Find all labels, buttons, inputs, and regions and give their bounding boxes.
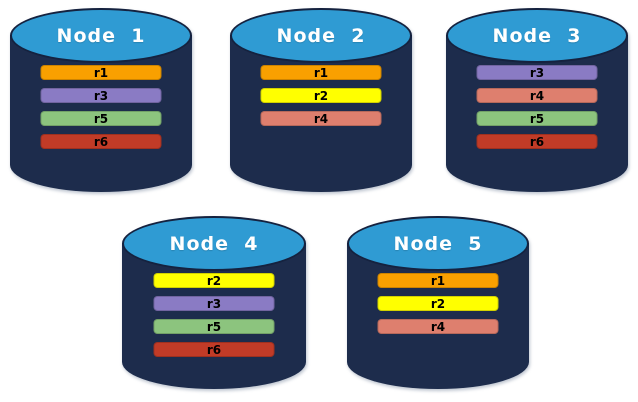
replica-label: r4 — [313, 111, 329, 126]
cylinder-top-ellipse: Node 5 — [347, 216, 529, 271]
replica-label: r4 — [529, 88, 545, 103]
replica-list: r1 r2 r4 — [377, 273, 499, 334]
replica-bar-r6: r6 — [476, 134, 598, 149]
replica-bar-r5: r5 — [40, 111, 162, 126]
replica-list: r1 r3 r5 r6 — [40, 65, 162, 149]
replica-bar-r4: r4 — [476, 88, 598, 103]
replica-bar-r2: r2 — [377, 296, 499, 311]
replica-bar-r1: r1 — [377, 273, 499, 288]
replica-bar-r2: r2 — [260, 88, 382, 103]
replica-bar-r1: r1 — [40, 65, 162, 80]
replica-label: r6 — [529, 134, 545, 149]
database-node-5: Node 5 r1 r2 r4 — [347, 216, 529, 389]
node-title: Node 1 — [56, 24, 146, 47]
node-title: Node 2 — [276, 24, 366, 47]
database-node-2: Node 2 r1 r2 r4 — [230, 8, 412, 192]
replica-label: r3 — [529, 65, 545, 80]
replica-label: r3 — [206, 296, 222, 311]
database-node-3: Node 3 r3 r4 r5 r6 — [446, 8, 628, 192]
replica-label: r2 — [430, 296, 446, 311]
node-title: Node 5 — [393, 232, 483, 255]
replica-bar-r2: r2 — [153, 273, 275, 288]
replica-bar-r6: r6 — [40, 134, 162, 149]
node-title: Node 4 — [169, 232, 259, 255]
replica-bar-r3: r3 — [40, 88, 162, 103]
cylinder-top-ellipse: Node 1 — [10, 8, 192, 63]
replica-bar-r5: r5 — [153, 319, 275, 334]
node-title: Node 3 — [492, 24, 582, 47]
replica-list: r3 r4 r5 r6 — [476, 65, 598, 149]
replica-label: r2 — [313, 88, 329, 103]
replica-bar-r5: r5 — [476, 111, 598, 126]
cylinder-top-ellipse: Node 2 — [230, 8, 412, 63]
replica-bar-r3: r3 — [153, 296, 275, 311]
replica-label: r1 — [93, 65, 109, 80]
replica-label: r6 — [206, 342, 222, 357]
database-node-1: Node 1 r1 r3 r5 r6 — [10, 8, 192, 192]
replica-bar-r4: r4 — [377, 319, 499, 334]
replica-list: r1 r2 r4 — [260, 65, 382, 126]
replica-label: r3 — [93, 88, 109, 103]
cylinder-top-ellipse: Node 4 — [122, 216, 306, 271]
replica-label: r5 — [206, 319, 222, 334]
replica-label: r1 — [313, 65, 329, 80]
replica-label: r5 — [529, 111, 545, 126]
replica-label: r6 — [93, 134, 109, 149]
replica-bar-r3: r3 — [476, 65, 598, 80]
replica-label: r5 — [93, 111, 109, 126]
replica-bar-r1: r1 — [260, 65, 382, 80]
database-node-4: Node 4 r2 r3 r5 r6 — [122, 216, 306, 389]
replica-label: r2 — [206, 273, 222, 288]
replica-bar-r4: r4 — [260, 111, 382, 126]
replica-label: r1 — [430, 273, 446, 288]
replica-label: r4 — [430, 319, 446, 334]
cylinder-top-ellipse: Node 3 — [446, 8, 628, 63]
replica-bar-r6: r6 — [153, 342, 275, 357]
replica-list: r2 r3 r5 r6 — [153, 273, 275, 357]
